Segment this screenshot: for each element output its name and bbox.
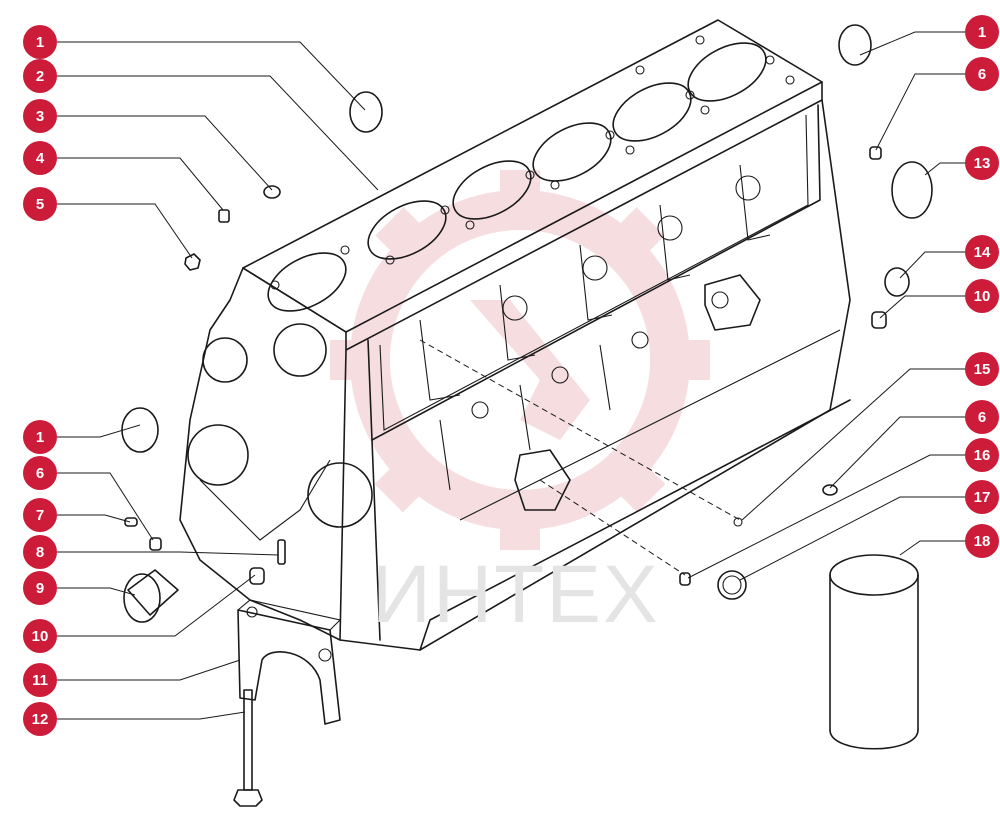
callout-2[interactable]: 2 [23,59,57,93]
callout-6[interactable]: 6 [965,400,999,434]
callout-8[interactable]: 8 [23,535,57,569]
callout-10[interactable]: 10 [965,279,999,313]
callout-6[interactable]: 6 [965,57,999,91]
callout-9[interactable]: 9 [23,571,57,605]
callout-5[interactable]: 5 [23,187,57,221]
callout-7[interactable]: 7 [23,498,57,532]
cylinder-block [179,19,851,651]
callout-3[interactable]: 3 [23,99,57,133]
callout-1[interactable]: 1 [23,25,57,59]
callout-11[interactable]: 11 [23,663,57,697]
callout-1[interactable]: 1 [965,15,999,49]
leader-lines [57,31,965,720]
callout-10[interactable]: 10 [23,619,57,653]
callout-6[interactable]: 6 [23,456,57,490]
callout-18[interactable]: 18 [965,524,999,558]
callout-1[interactable]: 1 [23,420,57,454]
callout-15[interactable]: 15 [965,352,999,386]
callout-14[interactable]: 14 [965,235,999,269]
callout-4[interactable]: 4 [23,141,57,175]
callout-16[interactable]: 16 [965,438,999,472]
callout-12[interactable]: 12 [23,702,57,736]
loose-parts [121,24,933,807]
callout-17[interactable]: 17 [965,480,999,514]
watermark-logo [330,170,710,550]
callout-13[interactable]: 13 [965,146,999,180]
